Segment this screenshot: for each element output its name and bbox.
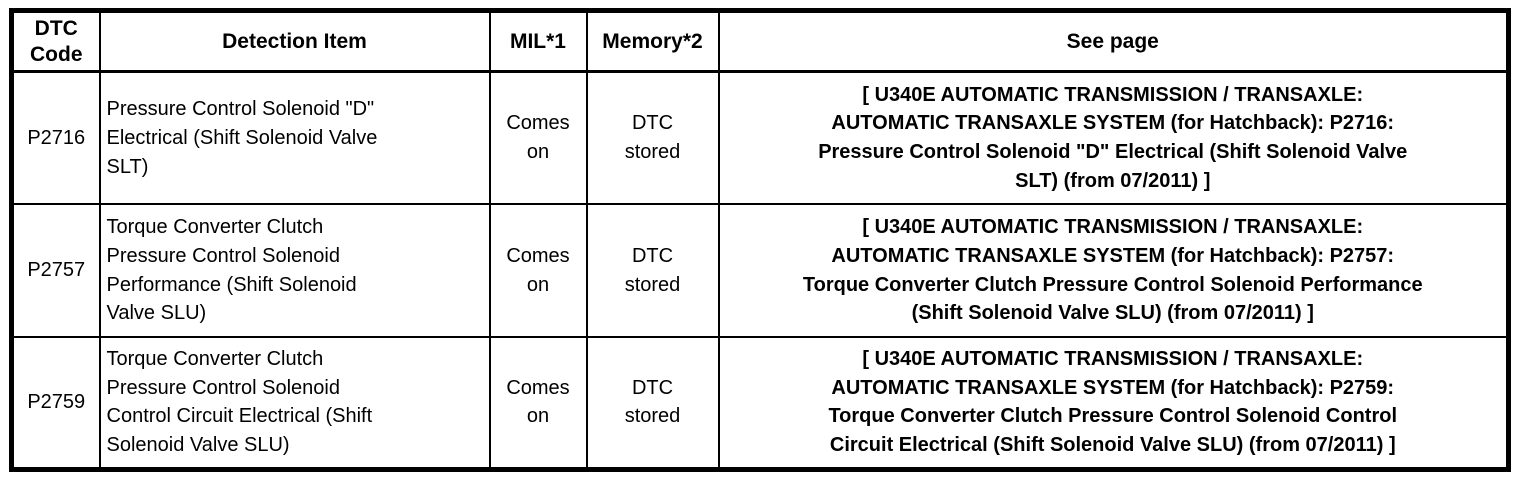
see-page-reference: [ U340E AUTOMATIC TRANSMISSION / TRANSAX… xyxy=(717,335,1510,471)
dtc-code-value: P2757 xyxy=(10,203,101,338)
see-page-reference: [ U340E AUTOMATIC TRANSMISSION / TRANSAX… xyxy=(717,203,1510,338)
table-row: P2757 Torque Converter Clutch Pressure C… xyxy=(10,203,1510,338)
mil-status-value: Comes on xyxy=(488,203,588,338)
mil-status-value: Comes on xyxy=(488,335,588,471)
memory-status-value: DTC stored xyxy=(585,70,720,206)
detection-item-value: Torque Converter Clutch Pressure Control… xyxy=(98,203,491,338)
dtc-code-table: DTC Code Detection Item MIL*1 Memory*2 S… xyxy=(9,8,1511,472)
header-dtc-code: DTC Code xyxy=(10,9,101,74)
mil-status-value: Comes on xyxy=(488,70,588,206)
see-page-reference: [ U340E AUTOMATIC TRANSMISSION / TRANSAX… xyxy=(717,70,1510,206)
header-memory: Memory*2 xyxy=(585,9,720,74)
dtc-code-value: P2716 xyxy=(10,70,101,206)
header-detection-item: Detection Item xyxy=(98,9,491,74)
table-row: P2759 Torque Converter Clutch Pressure C… xyxy=(10,335,1510,471)
table-row: P2716 Pressure Control Solenoid "D" Elec… xyxy=(10,70,1510,206)
detection-item-value: Torque Converter Clutch Pressure Control… xyxy=(98,335,491,471)
detection-item-value: Pressure Control Solenoid "D" Electrical… xyxy=(98,70,491,206)
header-mil: MIL*1 xyxy=(488,9,588,74)
memory-status-value: DTC stored xyxy=(585,335,720,471)
memory-status-value: DTC stored xyxy=(585,203,720,338)
dtc-code-value: P2759 xyxy=(10,335,101,471)
header-row: DTC Code Detection Item MIL*1 Memory*2 S… xyxy=(10,9,1510,74)
header-see-page: See page xyxy=(717,9,1510,74)
